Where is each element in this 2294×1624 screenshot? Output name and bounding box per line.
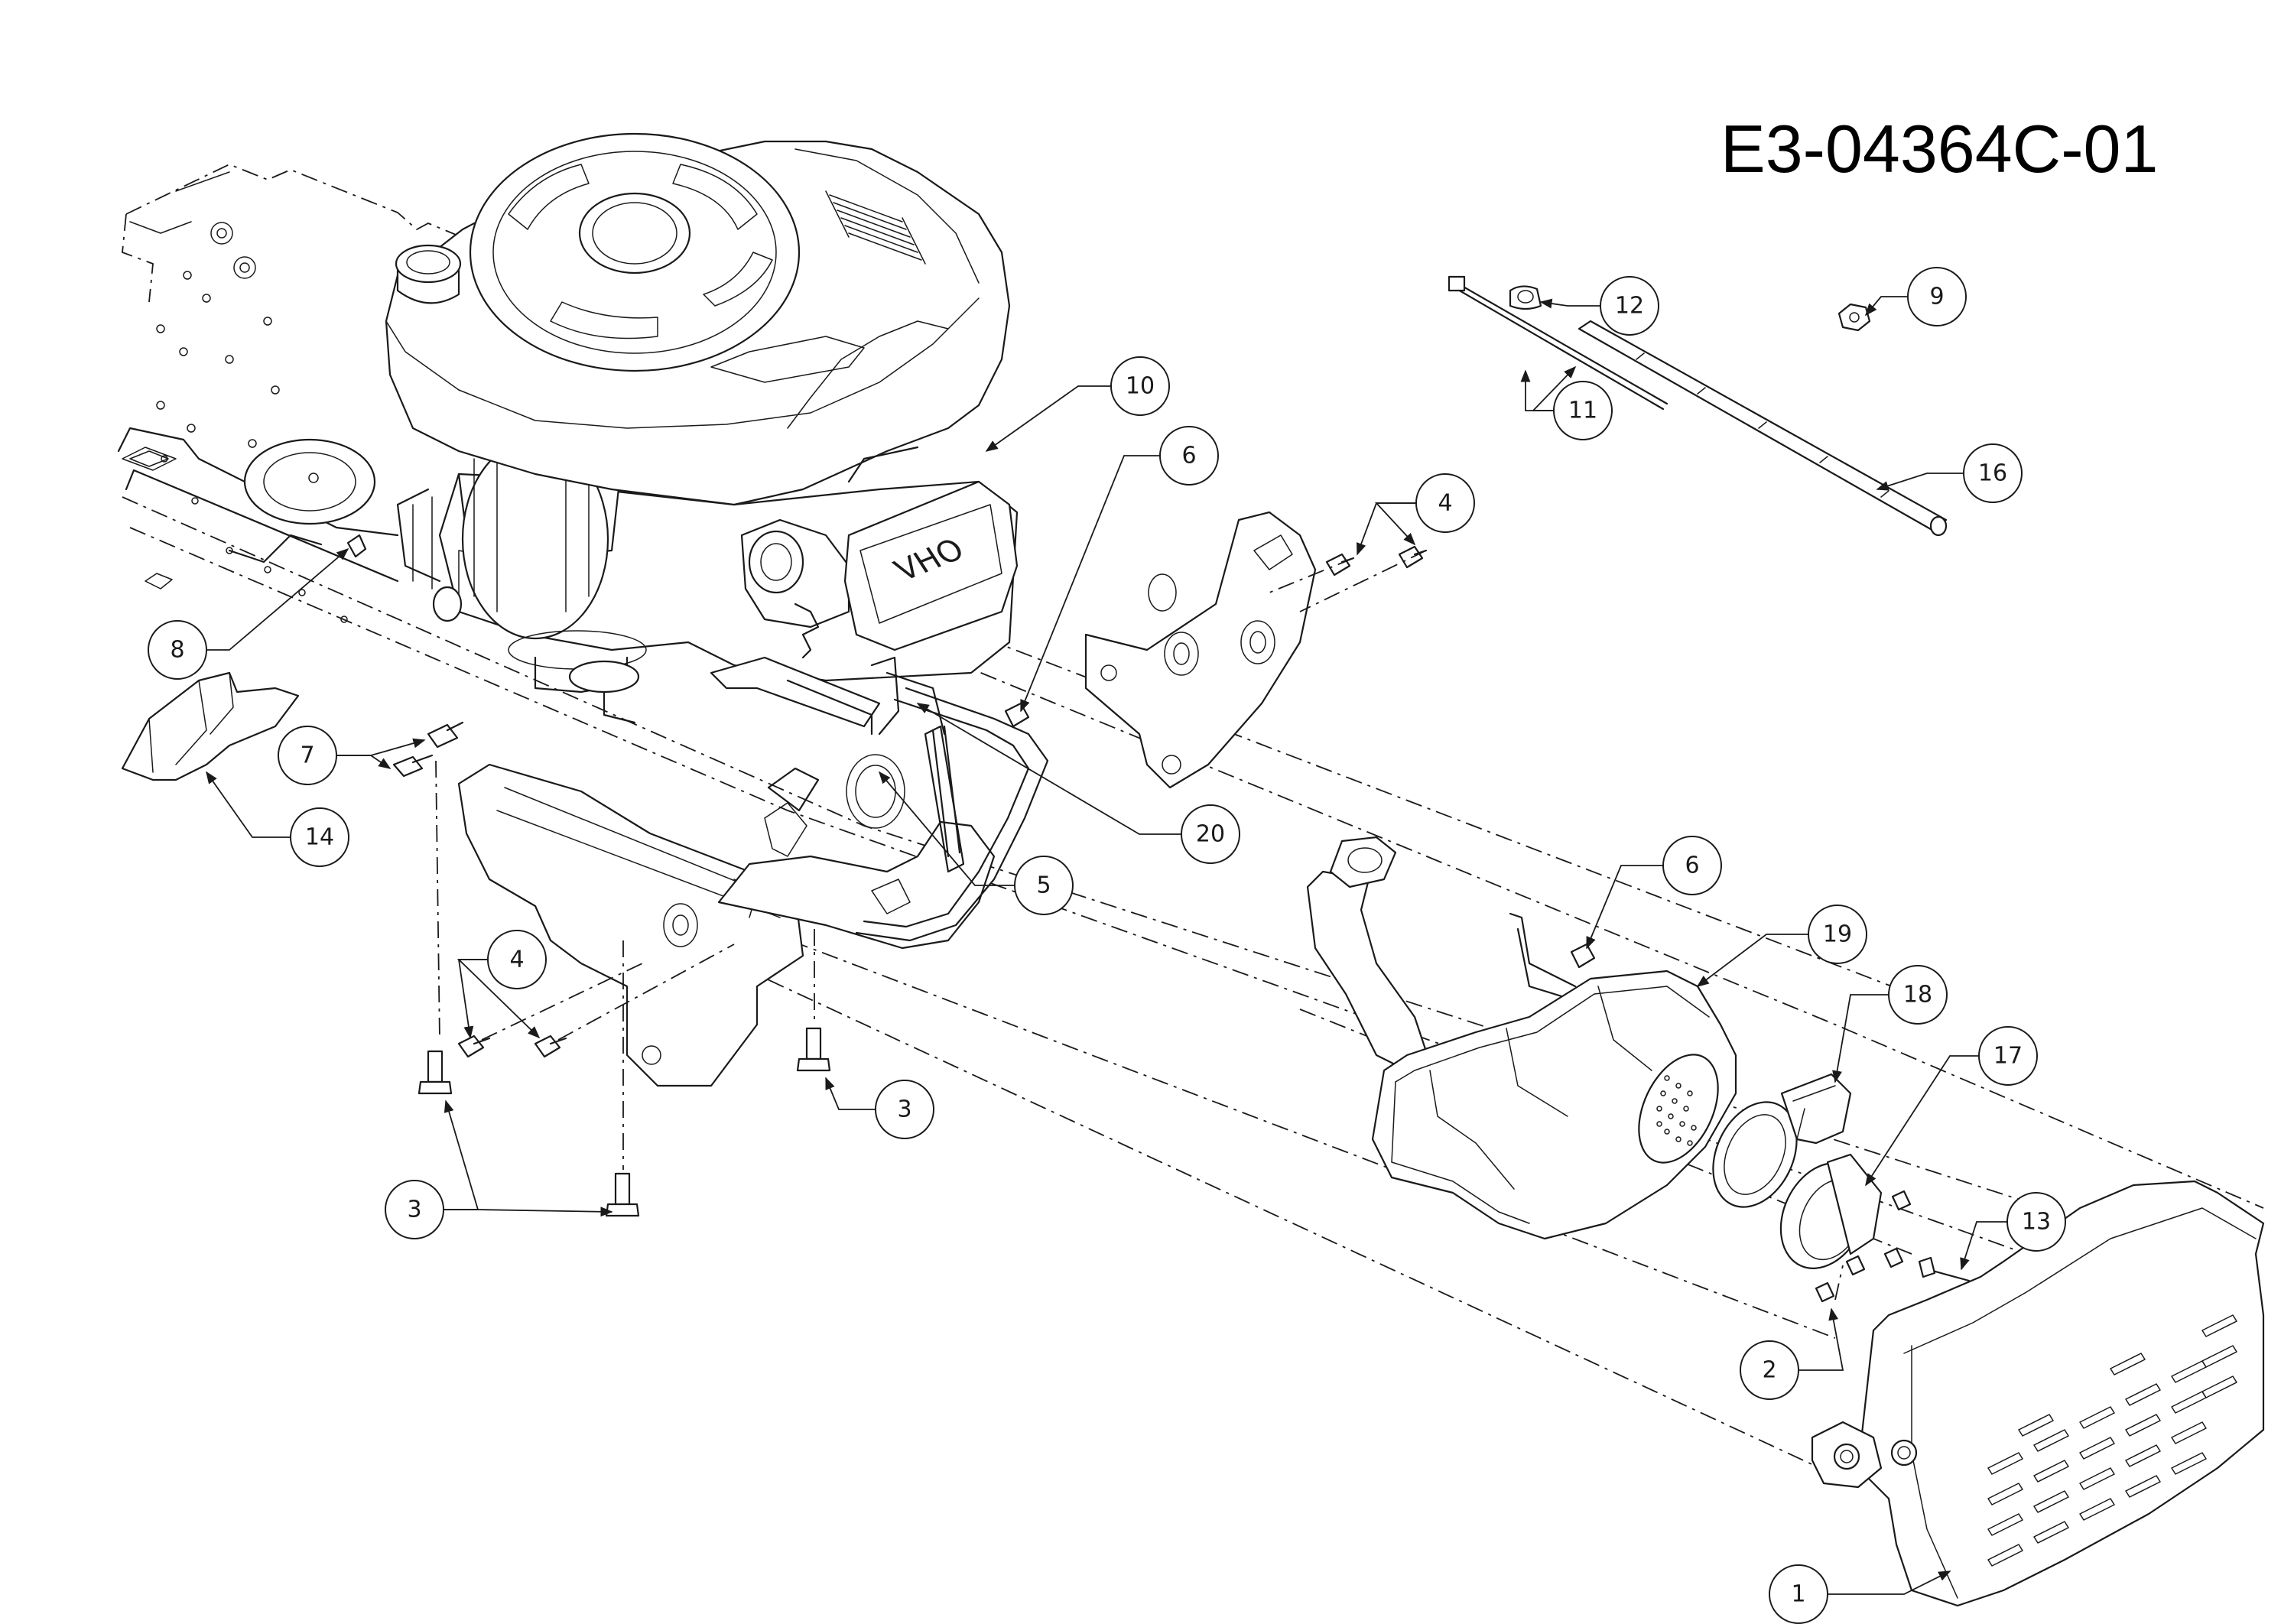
callout-19: 19: [1808, 905, 1867, 964]
callout-17: 17: [1978, 1026, 2038, 1086]
callout-4b: 4: [487, 930, 547, 989]
part-9-nut: [1837, 303, 1871, 332]
engine: OHV: [385, 132, 1019, 736]
callout-label: 5: [1036, 872, 1051, 899]
part-14-heat-shield: [121, 671, 300, 781]
fasteners: [346, 446, 1971, 1303]
callout-13: 13: [2006, 1192, 2066, 1252]
callout-label: 1: [1791, 1581, 1805, 1608]
callout-label: 14: [305, 824, 334, 851]
callout-9: 9: [1907, 267, 1967, 326]
callout-14: 14: [290, 807, 349, 867]
callout-16: 16: [1963, 443, 2023, 503]
callout-12: 12: [1600, 276, 1659, 336]
part-18-bracket: [1780, 1073, 1852, 1145]
part-1-muffler-guard: [1811, 1180, 2265, 1607]
callout-label: 16: [1978, 460, 2007, 487]
callout-label: 8: [170, 637, 184, 664]
callout-label: 6: [1685, 853, 1699, 879]
part-19-muffler: [1306, 836, 1883, 1269]
callout-label: 12: [1615, 293, 1644, 320]
callout-8: 8: [148, 620, 207, 680]
part-16-rod: [1578, 320, 1948, 537]
callout-label: 3: [407, 1197, 421, 1223]
callout-label: 18: [1903, 982, 1932, 1009]
callout-label: 9: [1929, 284, 1944, 310]
callout-label: 19: [1823, 921, 1852, 948]
callout-label: 20: [1196, 821, 1225, 848]
callout-1: 1: [1769, 1564, 1828, 1624]
callout-5: 5: [1014, 856, 1074, 915]
chassis-frame: [117, 164, 2264, 1469]
callout-2: 2: [1740, 1340, 1799, 1400]
callout-18: 18: [1888, 965, 1948, 1025]
callout-label: 6: [1181, 443, 1196, 469]
callout-label: 3: [897, 1096, 911, 1123]
callout-leaders: [195, 296, 2007, 1595]
callout-label: 7: [300, 742, 314, 769]
callout-3b: 3: [875, 1080, 934, 1139]
callout-label: 17: [1993, 1043, 2023, 1070]
callout-7: 7: [278, 726, 337, 785]
callout-label: 11: [1568, 398, 1597, 424]
drawing-number: E3-04364C-01: [1720, 111, 2158, 187]
callout-label: 10: [1126, 373, 1155, 400]
callout-label: 2: [1762, 1357, 1776, 1384]
callout-6a: 6: [1159, 426, 1219, 486]
callout-20: 20: [1181, 804, 1240, 864]
callout-6b: 6: [1662, 836, 1722, 895]
assembly-lines: [435, 550, 1844, 1301]
part-11-cable-tie: [1448, 275, 1669, 411]
callout-11: 11: [1553, 381, 1613, 440]
part-12-clip: [1509, 285, 1542, 310]
callout-10: 10: [1110, 356, 1170, 416]
callout-3a: 3: [385, 1180, 444, 1239]
callout-label: 4: [509, 947, 524, 973]
part-5-exhaust-pipe: [855, 687, 1049, 942]
callout-label: 4: [1438, 490, 1452, 517]
callout-4a: 4: [1415, 473, 1475, 533]
callout-label: 13: [2022, 1209, 2051, 1236]
